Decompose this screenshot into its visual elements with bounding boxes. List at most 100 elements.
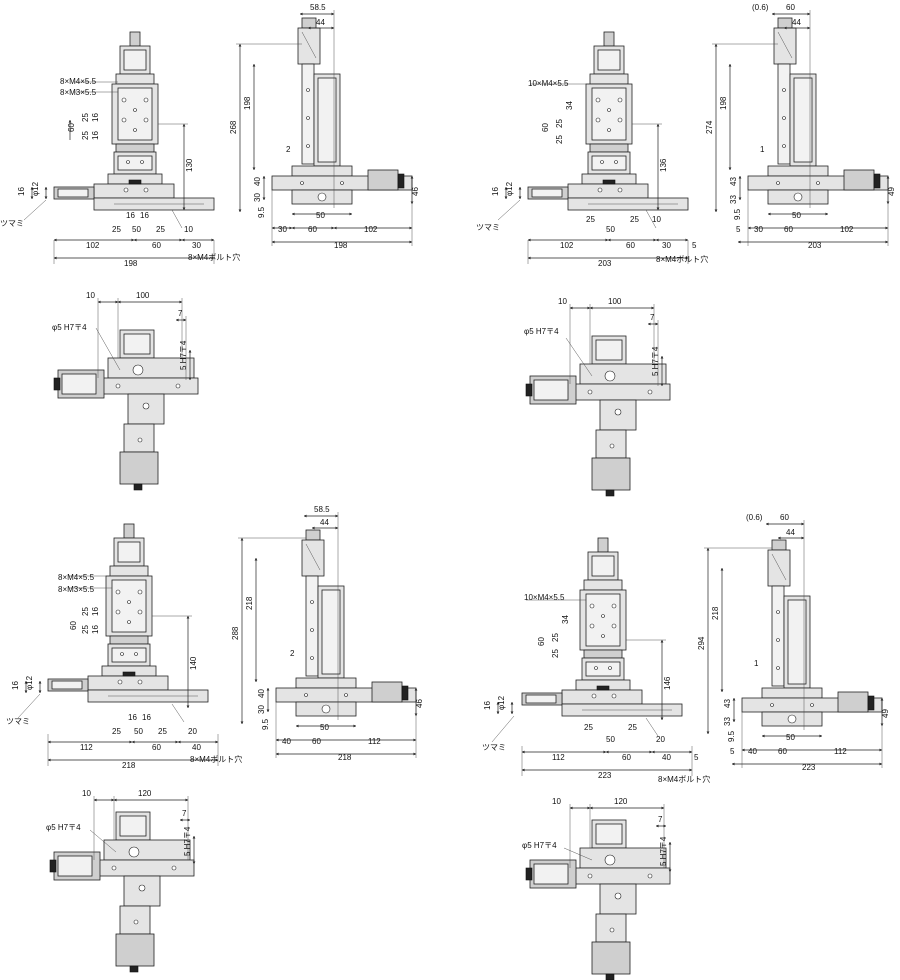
dim-d-front-40: 40 [662, 753, 671, 762]
dim-d-front-223: 223 [598, 771, 612, 780]
dim-c-side-30: 30 [257, 705, 266, 714]
dim-a-top-100: 100 [136, 291, 150, 300]
dim-a-front-16d: 16 [126, 211, 135, 220]
label-d-knob: ツマミ [482, 743, 506, 752]
panel-c-front-labels: 8×M4×5.5 8×M3×5.5 60 25 25 16 16 140 16 … [6, 573, 242, 770]
dim-d-side-223: 223 [802, 763, 816, 772]
dim-b-side-60: 60 [786, 3, 795, 12]
panel-a-front: 8×M4×5.5 8×M3×5.5 60 25 25 16 16 130 16 … [0, 31, 240, 268]
dim-b-front-5: 5 [692, 241, 697, 250]
dim-a-front-50: 50 [132, 225, 141, 234]
dim-d-front-5: 5 [694, 753, 699, 762]
dim-c-side-2: 2 [290, 649, 295, 658]
panel-a-top: 10 100 7 φ5 H7〒4 5 H7〒4 [52, 291, 199, 491]
label-c-knob: ツマミ [6, 717, 30, 726]
dim-d-side-40: 40 [748, 747, 757, 756]
dim-c-side-218b: 218 [338, 753, 352, 762]
dim-b-front-30: 30 [662, 241, 671, 250]
dim-d-side-33: 33 [723, 717, 732, 726]
panel-d-top-labels: 10 120 7 φ5 H7〒4 5 H7〒4 [522, 797, 668, 866]
label-b-top-slot-hole: 5 H7〒4 [651, 346, 660, 376]
dim-c-front-16d: 16 [128, 713, 137, 722]
dim-c-front-16e: 16 [142, 713, 151, 722]
label-c-m4-holes: 8×M4×5.5 [58, 573, 95, 582]
dim-d-side-1: 1 [754, 659, 759, 668]
dim-a-front-16c: 16 [17, 187, 26, 196]
dim-d-front-60: 60 [622, 753, 631, 762]
dim-a-side-40: 40 [253, 177, 262, 186]
dim-c-side-46: 46 [415, 699, 424, 708]
label-d-m4-holes: 10×M4×5.5 [524, 593, 565, 602]
dim-a-front-16b: 16 [91, 131, 100, 140]
dim-c-front-40: 40 [192, 743, 201, 752]
dim-b-top-10: 10 [558, 297, 567, 306]
dim-d-top-120: 120 [614, 797, 628, 806]
dim-b-front-136: 136 [659, 158, 668, 172]
dim-a-front-60: 60 [67, 123, 76, 132]
dim-c-front-25c: 25 [112, 727, 121, 736]
dim-d-front-34: 34 [561, 615, 570, 624]
dim-b-front-25a: 25 [555, 119, 564, 128]
dim-c-front-25d: 25 [158, 727, 167, 736]
dim-d-side-50: 50 [786, 733, 795, 742]
dim-d-side-60: 60 [780, 513, 789, 522]
panel-a-side: 58.5 44 268 198 2 40 30 9.5 46 50 30 60 … [229, 3, 420, 250]
dim-c-front-60: 60 [69, 621, 78, 630]
dim-c-side-58-5: 58.5 [314, 505, 330, 514]
dim-a-side-46: 46 [411, 187, 420, 196]
dim-d-side-294: 294 [697, 636, 706, 650]
dim-b-front-10: 10 [652, 215, 661, 224]
dim-a-side-102: 102 [364, 225, 378, 234]
dim-a-top-7: 7 [178, 309, 183, 318]
dim-a-front-25b: 25 [81, 131, 90, 140]
dim-c-front-16a: 16 [91, 607, 100, 616]
dim-a-front-16a: 16 [91, 113, 100, 122]
dim-d-side-49: 49 [881, 709, 890, 718]
dim-d-side-9-5: 9.5 [727, 730, 736, 742]
dim-c-side-288: 288 [231, 626, 240, 640]
dim-b-side-198: 198 [719, 96, 728, 110]
label-c-top-pin-hole: φ5 H7〒4 [46, 823, 81, 832]
label-d-top-slot-hole: 5 H7〒4 [659, 836, 668, 866]
panel-a-top-labels: 10 100 7 φ5 H7〒4 5 H7〒4 [52, 291, 188, 370]
dim-b-front-50: 50 [606, 225, 615, 234]
label-a-knob: ツマミ [0, 219, 24, 228]
dim-c-front-25a: 25 [81, 607, 90, 616]
dim-c-front-20: 20 [188, 727, 197, 736]
dim-d-side-5: 5 [730, 747, 735, 756]
dim-c-side-60: 60 [312, 737, 321, 746]
label-c-m3-holes: 8×M3×5.5 [58, 585, 95, 594]
dim-d-front-50: 50 [606, 735, 615, 744]
dim-b-front-16: 16 [491, 187, 500, 196]
label-c-bolt-holes: 8×M4ボルト穴 [190, 754, 242, 764]
dim-b-top-7: 7 [650, 313, 655, 322]
panel-b-side: (0.6) 60 44 274 198 1 43 33 9.5 49 50 5 … [705, 3, 896, 250]
label-b-knob: ツマミ [476, 223, 500, 232]
dim-d-front-20: 20 [656, 735, 665, 744]
dim-b-front-102: 102 [560, 241, 574, 250]
dim-d-side-112: 112 [834, 747, 847, 756]
dim-b-side-1: 1 [760, 145, 765, 154]
dim-d-front-112: 112 [552, 753, 565, 762]
dim-d-front-146: 146 [663, 676, 672, 690]
dim-c-front-140: 140 [189, 656, 198, 670]
dim-b-side-0-6: (0.6) [752, 3, 769, 12]
dim-c-front-16c: 16 [11, 681, 20, 690]
dim-a-side-44: 44 [316, 18, 325, 27]
dim-a-side-198: 198 [243, 96, 252, 110]
dim-b-side-203: 203 [808, 241, 822, 250]
dim-d-side-0-6: (0.6) [746, 513, 763, 522]
label-a-top-pin-hole: φ5 H7〒4 [52, 323, 87, 332]
label-b-m4-holes: 10×M4×5.5 [528, 79, 569, 88]
dim-a-side-50: 50 [316, 211, 325, 220]
label-b-top-pin-hole: φ5 H7〒4 [524, 327, 559, 336]
dim-c-front-112: 112 [80, 743, 93, 752]
dim-c-front-16b: 16 [91, 625, 100, 634]
panel-d-front-labels: 10×M4×5.5 60 34 25 25 146 16 φ12 25 50 2… [482, 593, 710, 784]
dim-b-side-43: 43 [729, 177, 738, 186]
dim-b-side-49: 49 [887, 187, 896, 196]
dim-a-side-9-5: 9.5 [257, 206, 266, 218]
panel-b-top-labels: 10 100 7 φ5 H7〒4 5 H7〒4 [524, 297, 660, 376]
dim-b-front-phi12: φ12 [505, 181, 514, 196]
dim-b-side-60b: 60 [784, 225, 793, 234]
